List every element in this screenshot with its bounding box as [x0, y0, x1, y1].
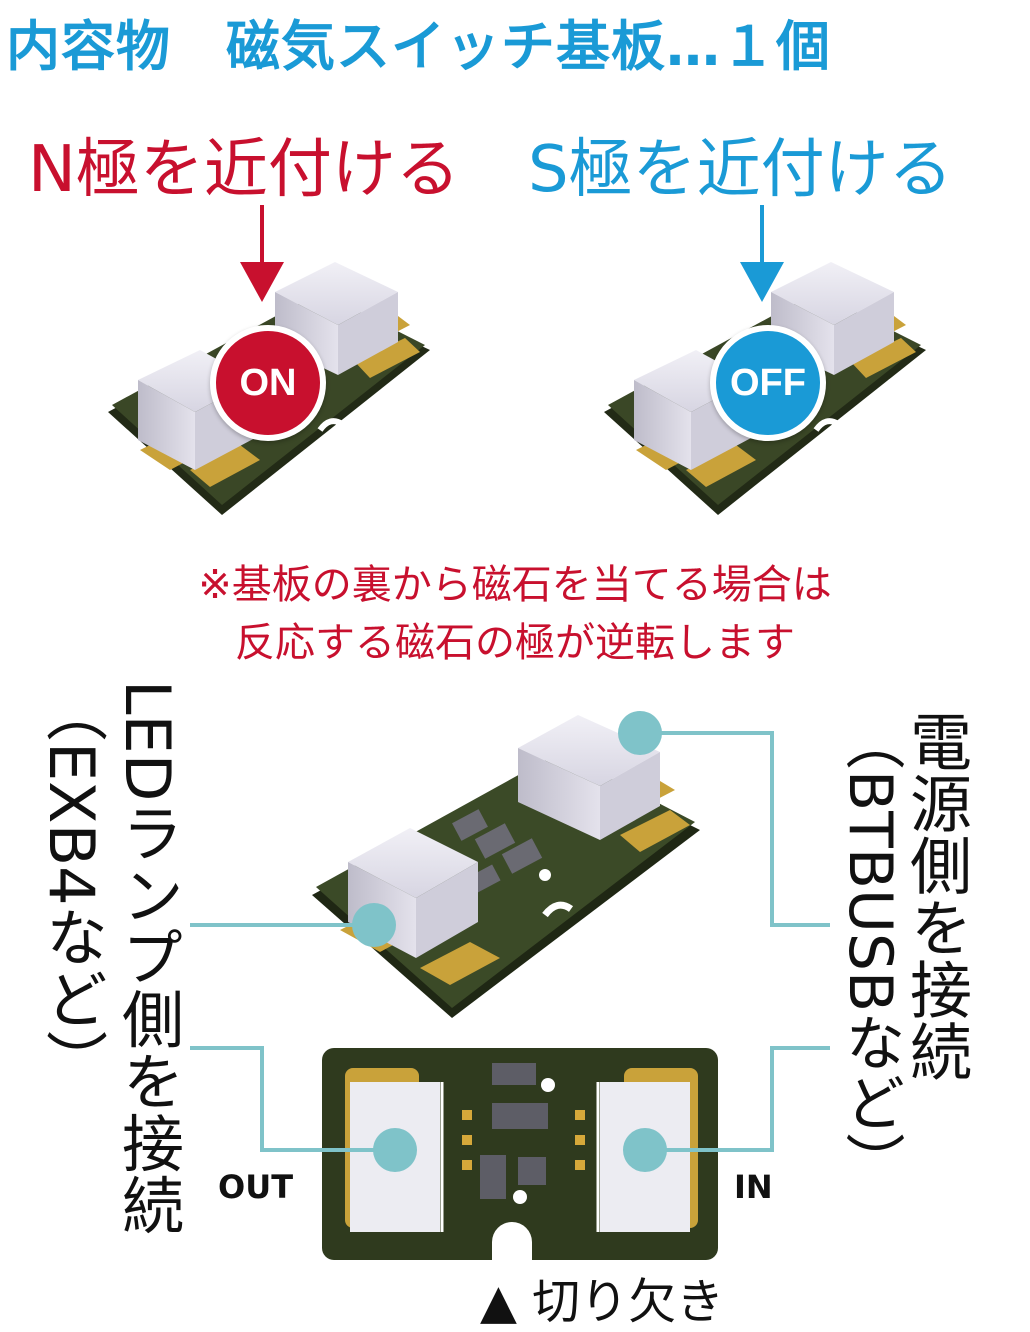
note-line-2: 反応する磁石の極が逆転します — [235, 620, 795, 666]
board-iso-illustration — [312, 715, 700, 1018]
out-label: OUT — [218, 1168, 294, 1206]
n-pole-arrow — [240, 205, 284, 302]
s-pole-arrow — [740, 205, 784, 302]
right-main-label: 電源側を接続 — [899, 710, 972, 1082]
connector-dots — [352, 711, 667, 1172]
left-main-label: LEDランプ側を接続 — [111, 680, 184, 1236]
in-label: IN — [734, 1168, 773, 1206]
notch-label: ▲ 切り欠き — [480, 1274, 725, 1330]
left-sub-label: （EXB4など） — [35, 680, 108, 1092]
on-badge: ON — [210, 325, 326, 441]
n-pole-label: N極を近付ける — [28, 133, 460, 207]
off-badge: OFF — [710, 325, 826, 441]
leader-lines — [190, 731, 830, 1152]
page-title: 内容物 磁気スイッチ基板…１個 — [6, 15, 831, 78]
note-line-1: ※基板の裏から磁石を当てる場合は — [198, 562, 832, 608]
right-sub-label: （BTBUSBなど） — [835, 710, 905, 1193]
s-pole-label: S極を近付ける — [528, 133, 953, 207]
